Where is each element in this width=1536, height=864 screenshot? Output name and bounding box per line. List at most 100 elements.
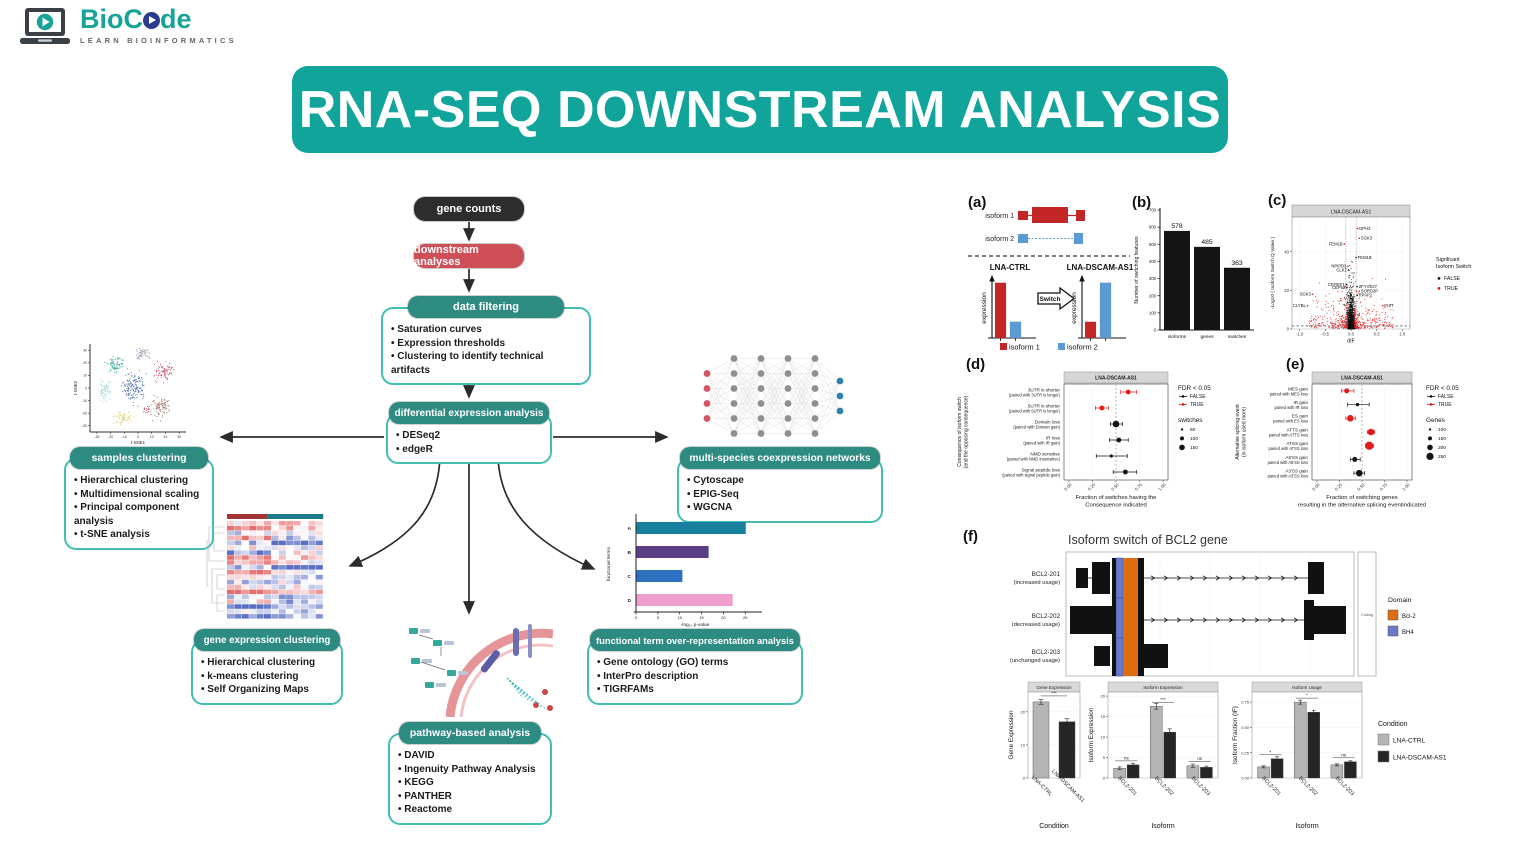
pathway-illustration	[409, 624, 553, 717]
svg-text:RPAP1: RPAP1	[1359, 293, 1373, 298]
brand-bio: Bio	[80, 4, 124, 34]
svg-text:(paired with IR gain): (paired with IR gain)	[1023, 440, 1060, 445]
svg-text:Gene Expression: Gene Expression	[1008, 710, 1015, 759]
title-banner: RNA-SEQ DOWNSTREAM ANALYSIS	[292, 66, 1228, 153]
svg-text:-0.5: -0.5	[1322, 332, 1330, 337]
svg-text:-log₁₀ p-value: -log₁₀ p-value	[681, 622, 710, 628]
svg-text:100: 100	[1190, 436, 1198, 442]
svg-text:Number of switching features: Number of switching features	[1134, 236, 1140, 304]
svg-text:genes: genes	[1200, 335, 1214, 340]
brand-tagline: LEARN BIOINFORMATICS	[80, 36, 237, 45]
panel-e-tag: (e)	[1286, 356, 1305, 373]
svg-text:0.75: 0.75	[1134, 482, 1144, 492]
svg-text:10: 10	[1021, 743, 1026, 748]
svg-text:0.25: 0.25	[1087, 482, 1097, 492]
svg-text:5: 5	[657, 615, 660, 620]
svg-text:50: 50	[1190, 427, 1196, 433]
svg-text:150: 150	[1438, 436, 1446, 442]
svg-text:0.50: 0.50	[1241, 725, 1250, 730]
svg-text:-Log10 ( Isoform Switch Q Valu: -Log10 ( Isoform Switch Q Value )	[1270, 237, 1276, 309]
svg-text:0: 0	[1023, 776, 1026, 781]
svg-text:200: 200	[1438, 445, 1446, 451]
card-coexpression: multi-species coexpression networks Cyto…	[677, 447, 883, 523]
svg-text:BCL2-201: BCL2-201	[1260, 776, 1281, 797]
brand-de: de	[160, 4, 192, 34]
svg-text:isoform 1: isoform 1	[985, 213, 1014, 220]
svg-text:250: 250	[1438, 454, 1446, 460]
svg-text:0.25: 0.25	[1241, 750, 1250, 755]
svg-text:C: C	[628, 574, 632, 580]
svg-text:1.0: 1.0	[1399, 332, 1406, 337]
svg-text:0.25: 0.25	[1334, 482, 1344, 492]
svg-text:10: 10	[1101, 735, 1106, 740]
svg-text:functional terms: functional terms	[606, 546, 612, 580]
svg-text:Domain loss: Domain loss	[1035, 419, 1061, 424]
svg-text:resulting in the alternative s: resulting in the alternative splicing ev…	[1298, 503, 1426, 509]
svg-text:SORD2P: SORD2P	[1361, 289, 1378, 294]
laptop-icon	[20, 8, 70, 44]
svg-text:Bcl-2: Bcl-2	[1402, 614, 1416, 620]
svg-text:ns: ns	[1124, 755, 1129, 760]
svg-text:LNA-CTRL: LNA-CTRL	[990, 263, 1031, 272]
svg-text:20: 20	[163, 435, 167, 439]
svg-text:Alternative splicing event: Alternative splicing event	[1235, 404, 1241, 460]
panel-f-gene-structure: BCL2-201(increased usage)BCL2-202(decrea…	[1010, 551, 1416, 677]
svg-text:LNA-DSCAM-AS1: LNA-DSCAM-AS1	[1341, 376, 1383, 382]
panel-c-tag: (c)	[1268, 192, 1287, 209]
svg-text:25: 25	[743, 615, 748, 620]
svg-text:0: 0	[85, 386, 87, 390]
svg-text:(paired with 3UTR is longer): (paired with 3UTR is longer)	[1009, 392, 1061, 397]
svg-text:Gene Expression: Gene Expression	[1036, 685, 1072, 690]
svg-text:TRUE: TRUE	[1444, 286, 1459, 292]
svg-text:expression: expression	[1071, 292, 1078, 324]
svg-text:Condition: Condition	[1039, 823, 1069, 830]
svg-text:600: 600	[1149, 225, 1157, 230]
svg-text:SGK3: SGK3	[1361, 236, 1373, 241]
svg-text:FHIT: FHIT	[1384, 303, 1394, 308]
svg-text:Isoform Usage: Isoform Usage	[1292, 685, 1322, 690]
card-functional-term-header: functional term over-representation anal…	[590, 629, 800, 651]
panel-b-tag: (b)	[1132, 194, 1152, 211]
svg-text:TRUE: TRUE	[1190, 402, 1204, 408]
svg-text:30: 30	[83, 349, 87, 353]
svg-text:(and the opposing consequence): (and the opposing consequence)	[964, 395, 970, 468]
svg-text:BCL2-201: BCL2-201	[1116, 776, 1137, 797]
svg-text:t-SNE1: t-SNE1	[131, 440, 146, 445]
svg-text:(decreased usage): (decreased usage)	[1012, 622, 1060, 628]
svg-text:-10: -10	[122, 435, 127, 439]
svg-text:(paired with Domain gain): (paired with Domain gain)	[1013, 424, 1060, 429]
svg-text:Consequence indicated: Consequence indicated	[1085, 503, 1147, 509]
svg-text:3UTR is shorter: 3UTR is shorter	[1028, 387, 1061, 392]
svg-text:isoforms: isoforms	[1168, 334, 1187, 340]
card-pathway-based-body: DAVIDIngenuity Pathway AnalysisKEGGPANTH…	[388, 733, 552, 825]
svg-text:15: 15	[1101, 714, 1106, 719]
svg-text:0: 0	[635, 615, 638, 620]
svg-text:15: 15	[699, 615, 704, 620]
card-pathway-based-header: pathway-based analysis	[399, 722, 541, 744]
svg-text:LNA-DSCAM-AS1: LNA-DSCAM-AS1	[1067, 263, 1134, 272]
svg-text:(paired with signal peptide ga: (paired with signal peptide gain)	[1002, 472, 1060, 477]
svg-text:BCL2-203: BCL2-203	[1032, 649, 1061, 656]
data-filtering-items: Saturation curvesExpression thresholdsCl…	[391, 323, 584, 377]
svg-text:Domain: Domain	[1388, 597, 1412, 604]
svg-text:FDR < 0.05: FDR < 0.05	[1426, 385, 1459, 392]
svg-text:ns: ns	[1197, 756, 1202, 761]
svg-text:1.00: 1.00	[1157, 482, 1167, 492]
svg-text:-20: -20	[82, 411, 87, 415]
svg-text:Isoform Fraction (IF): Isoform Fraction (IF)	[1232, 706, 1239, 764]
svg-text:TRUE: TRUE	[1438, 402, 1452, 408]
svg-text:Condition: Condition	[1378, 721, 1408, 728]
svg-text:paired with IR loss: paired with IR loss	[1275, 405, 1308, 410]
svg-text:paired with ATTS loss: paired with ATTS loss	[1269, 432, 1308, 437]
svg-text:0: 0	[1287, 327, 1290, 332]
svg-text:20: 20	[721, 615, 726, 620]
svg-text:Isoform: Isoform	[1295, 823, 1319, 830]
svg-text:ATTS gain: ATTS gain	[1287, 427, 1309, 432]
svg-text:A: A	[628, 526, 632, 532]
card-data-filtering: data filtering Saturation curvesExpressi…	[381, 296, 591, 385]
card-gene-expression-clustering: gene expression clustering Hierarchical …	[191, 629, 343, 705]
svg-text:Isoform Expression: Isoform Expression	[1143, 685, 1183, 690]
svg-text:-30: -30	[94, 435, 99, 439]
